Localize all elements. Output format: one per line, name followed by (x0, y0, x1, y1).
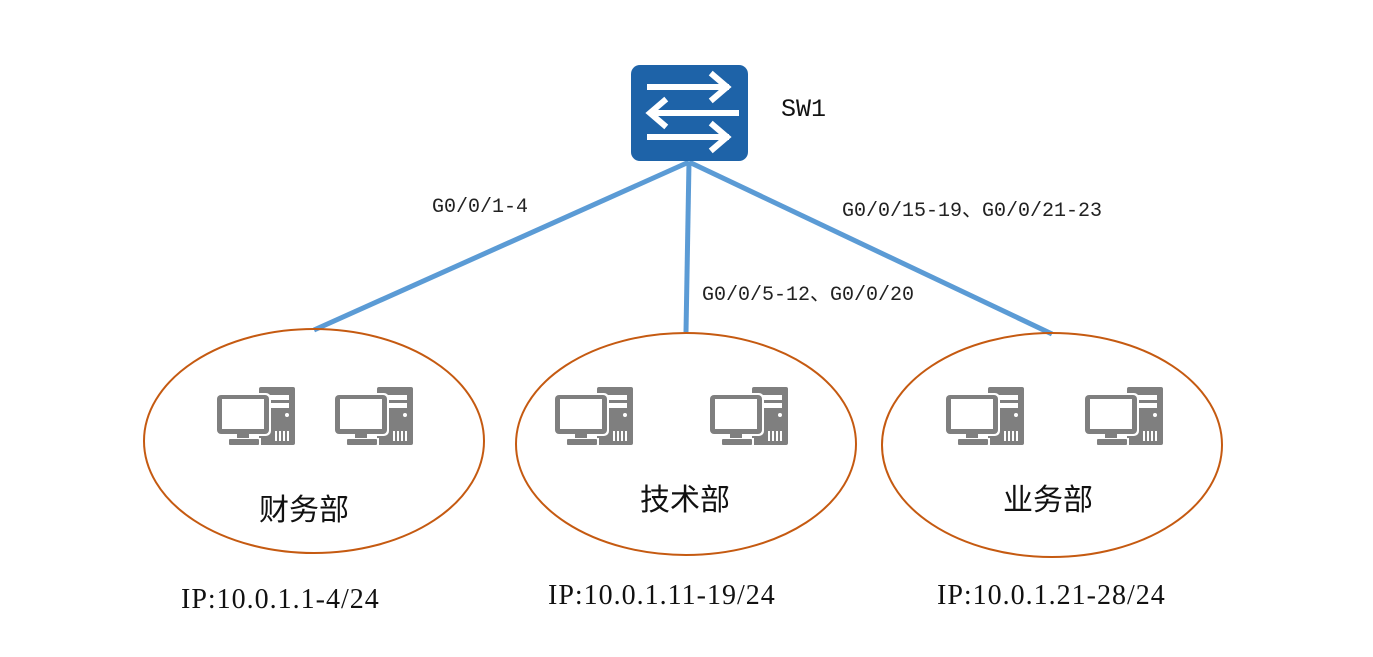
department-group-business[interactable]: 业务部 (881, 332, 1223, 558)
link-sw1-business (687, 159, 1054, 337)
group-ellipse-tech (515, 332, 857, 556)
ip-range-finance: IP:10.0.1.1-4/24 (181, 584, 380, 615)
department-name-tech: 技术部 (640, 483, 730, 518)
link-sw1-finance (312, 159, 691, 333)
port-label-tech: G0/0/5-12、G0/0/20 (702, 284, 914, 307)
group-ellipse-finance (143, 328, 485, 554)
ip-range-tech: IP:10.0.1.11-19/24 (548, 580, 776, 611)
desktop-pc-icon (333, 387, 413, 445)
desktop-pc-icon (215, 387, 295, 445)
desktop-pc-icon (944, 387, 1024, 445)
switch-arrows-icon (645, 70, 739, 154)
department-name-business: 业务部 (1003, 483, 1093, 518)
ip-range-business: IP:10.0.1.21-28/24 (937, 580, 1166, 611)
department-name-finance: 财务部 (259, 493, 349, 528)
group-ellipse-business (881, 332, 1223, 558)
department-group-tech[interactable]: 技术部 (515, 332, 857, 556)
department-group-finance[interactable]: 财务部 (143, 328, 485, 554)
desktop-pc-icon (1083, 387, 1163, 445)
desktop-pc-icon (553, 387, 633, 445)
desktop-pc-icon (708, 387, 788, 445)
switch-name-label: SW1 (781, 95, 826, 124)
port-label-business: G0/0/15-19、G0/0/21-23 (842, 200, 1102, 223)
link-sw1-tech (683, 161, 692, 333)
port-label-finance: G0/0/1-4 (432, 196, 528, 219)
switch-sw1[interactable]: SW1 (631, 65, 826, 161)
